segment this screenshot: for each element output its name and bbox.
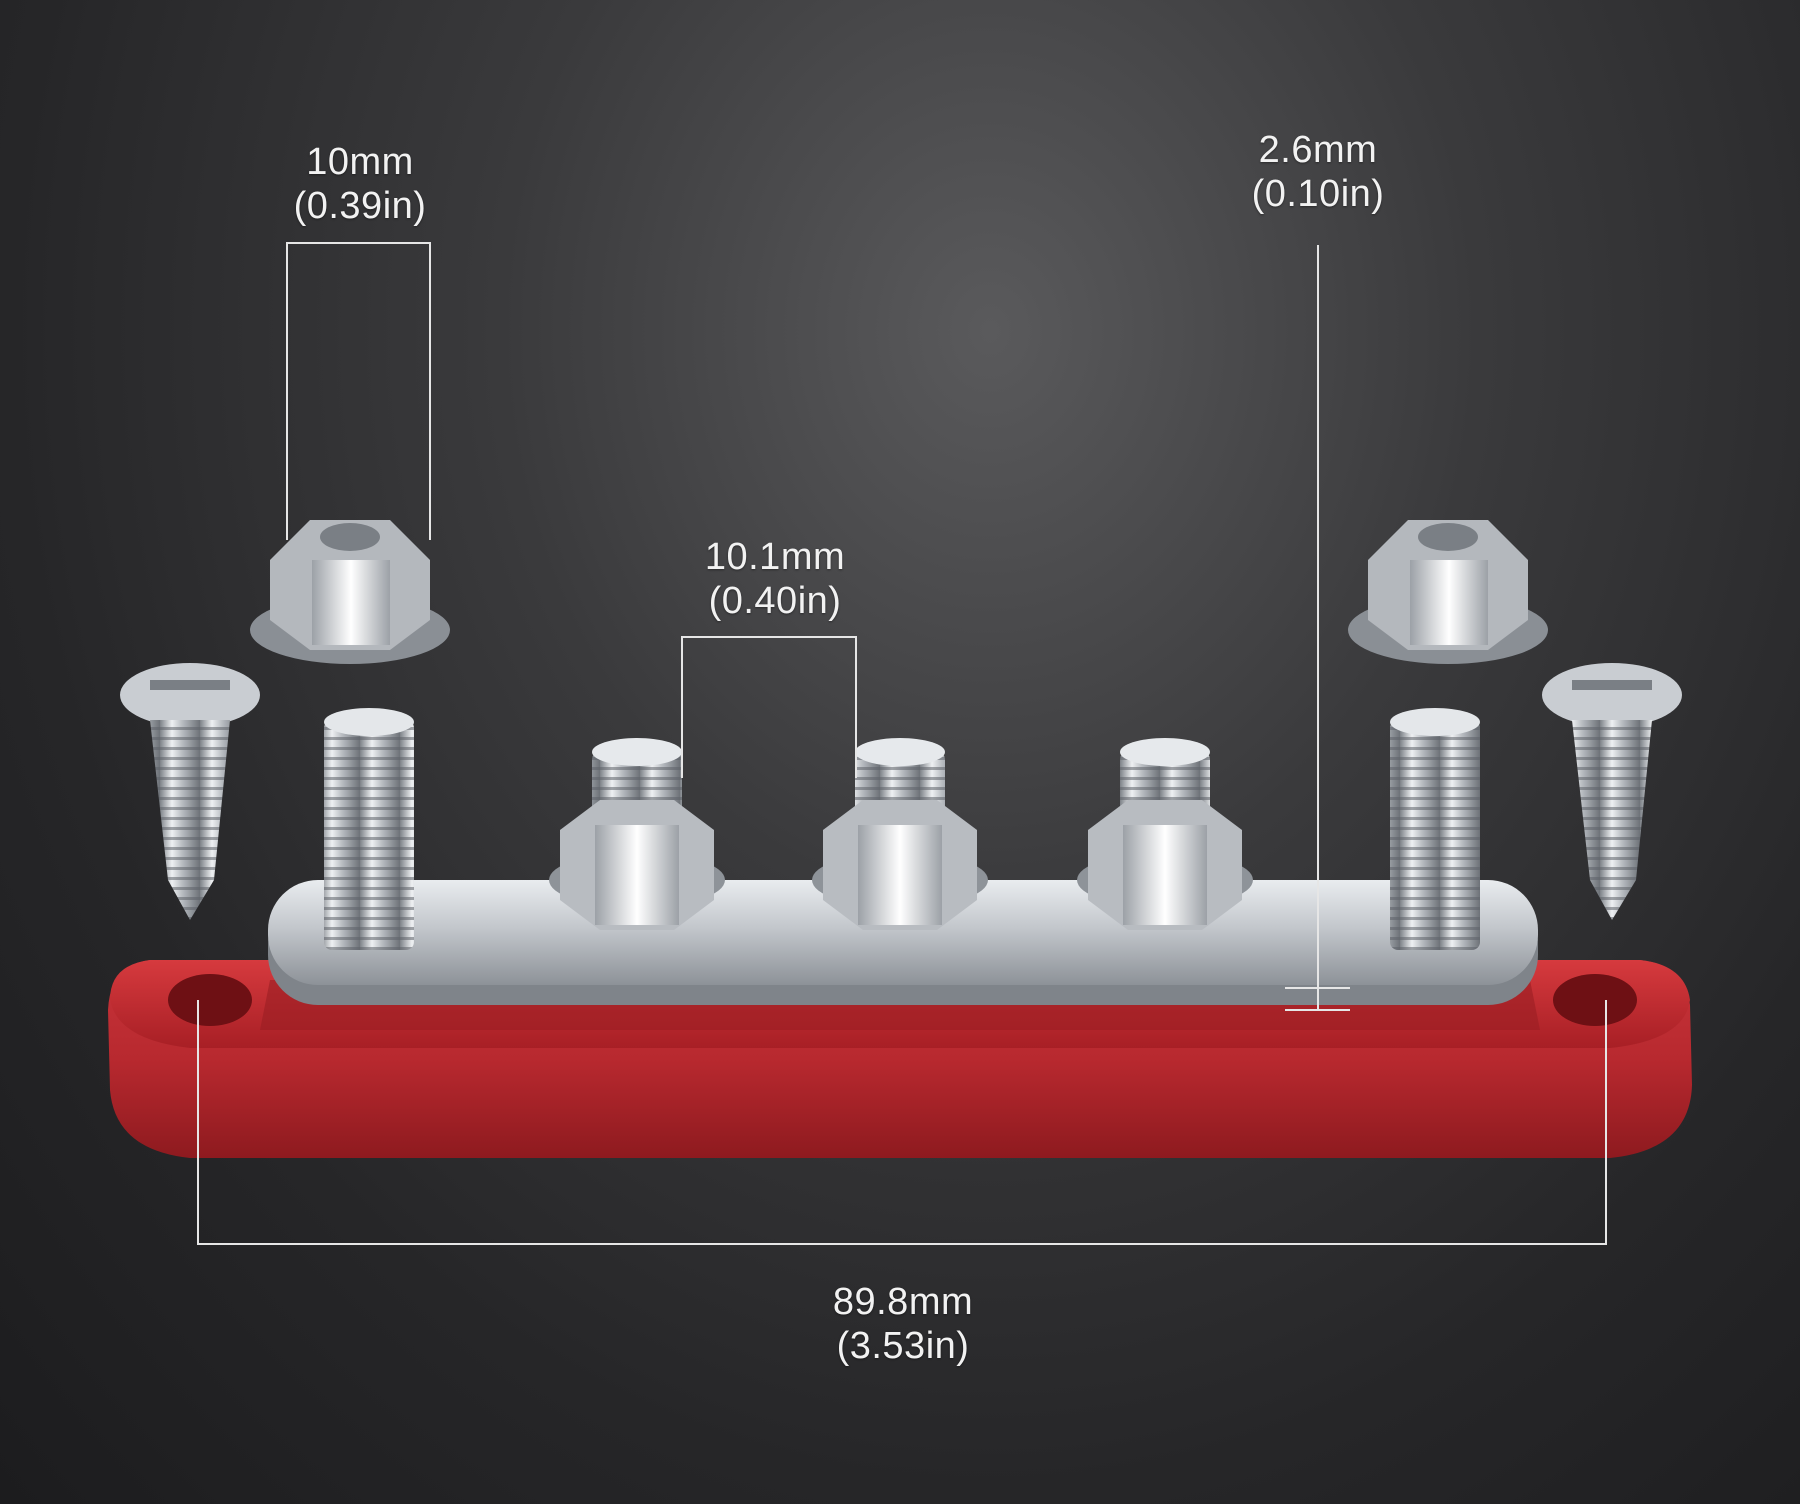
wood-screw-icon (120, 663, 260, 920)
dimline-nut-width (286, 242, 431, 540)
dim-label-mount-hole-spacing: 89.8mm (3.53in) (803, 1280, 1003, 1368)
dim-metric: 89.8mm (832, 1281, 974, 1323)
dimension-lines (197, 242, 1607, 1245)
wood-screw-icon (1542, 663, 1682, 920)
dimline-plate-thickness-ticks (1285, 987, 1350, 1011)
dim-metric: 10mm (306, 141, 414, 183)
flange-nut-icon (250, 520, 450, 664)
threaded-stud-icon (324, 708, 414, 950)
stud-with-nut-icon (1077, 738, 1253, 930)
dimline-stud-spacing (681, 636, 857, 778)
dim-label-plate-thickness: 2.6mm (0.10in) (1218, 128, 1418, 216)
dim-metric: 2.6mm (1258, 129, 1378, 171)
dim-imperial: (3.53in) (836, 1325, 970, 1367)
stud-with-nut-icon (549, 738, 725, 930)
dim-label-stud-spacing: 10.1mm (0.40in) (675, 535, 875, 623)
mount-hole-right (1553, 974, 1637, 1026)
dim-imperial: (0.10in) (1251, 173, 1385, 215)
dimline-mount-hole-spacing (197, 1000, 1607, 1245)
dim-imperial: (0.39in) (293, 185, 427, 227)
dim-metric: 10.1mm (704, 536, 846, 578)
mount-hole-left (168, 974, 252, 1026)
dim-imperial: (0.40in) (708, 580, 842, 622)
dim-label-nut-width: 10mm (0.39in) (260, 140, 460, 228)
stud-with-nut-icon (812, 738, 988, 930)
threaded-stud-icon (1390, 708, 1480, 950)
flange-nut-icon (1348, 520, 1548, 664)
